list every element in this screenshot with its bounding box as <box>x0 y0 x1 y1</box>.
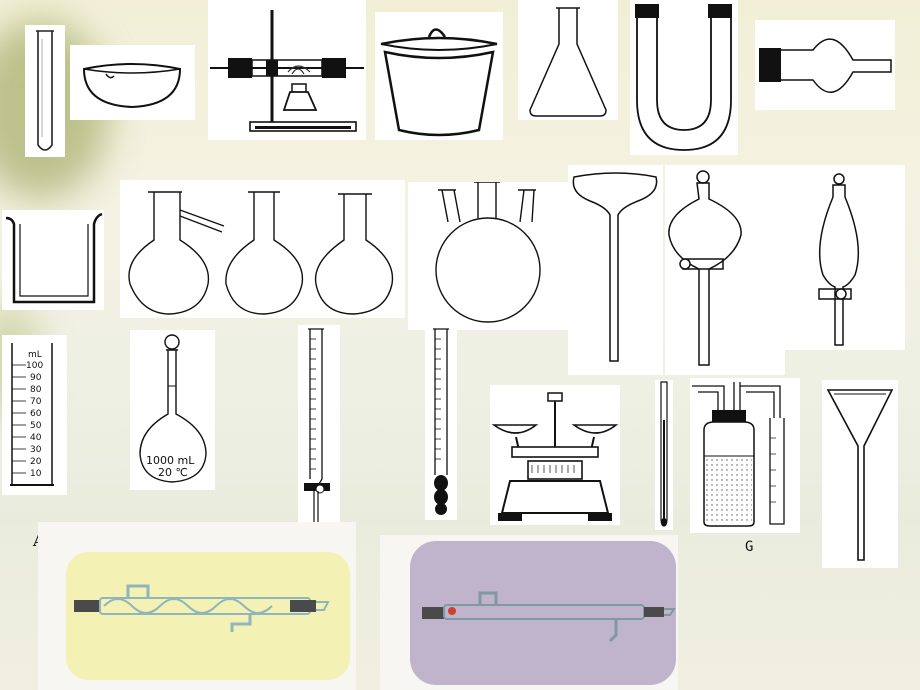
flasks-tile <box>120 180 405 318</box>
thermometer-icon <box>660 381 668 527</box>
serpentine-condenser-icon <box>74 584 330 632</box>
long-neck-funnel-tile <box>568 165 663 375</box>
gas-washing-bottle-icon <box>692 382 785 527</box>
cylinder-tick-30: 30 <box>30 445 42 455</box>
conical-flask-icon <box>529 7 607 117</box>
straight-condenser-panel <box>380 535 678 690</box>
evaporating-dish-tile <box>70 45 195 120</box>
label-g: G <box>745 539 754 555</box>
crucible-icon <box>380 28 498 137</box>
combustion-tube-setup-icon <box>210 10 364 132</box>
cylinder-tick-40: 40 <box>30 433 42 443</box>
test-tube-tile <box>25 25 65 157</box>
beaker-icon <box>5 212 103 304</box>
base-burette-icon <box>433 328 449 515</box>
volumetric-flask-temperature: 20 ℃ <box>158 466 188 479</box>
drying-tube-icon <box>759 38 892 93</box>
graduated-cylinder-tile: mL 100 90 80 70 60 50 40 30 20 10 <box>2 335 67 495</box>
cylinder-tick-20: 20 <box>30 457 42 467</box>
cylinder-tick-70: 70 <box>30 397 42 407</box>
separatory-funnel-cone-tile <box>785 165 905 350</box>
cylinder-unit-label: mL <box>28 350 42 360</box>
drying-tube-tile <box>755 20 895 110</box>
liebig-condenser-icon <box>422 591 676 643</box>
volumetric-flask-capacity: 1000 mL <box>146 454 195 467</box>
base-burette-tile <box>425 325 457 520</box>
balance-scale-icon <box>491 392 619 521</box>
gas-washing-bottle-tile <box>690 378 800 533</box>
coil-condenser-panel <box>38 522 356 690</box>
three-neck-flask-icon <box>435 182 541 323</box>
cone-separatory-funnel-icon <box>818 173 860 346</box>
balance-tile <box>490 385 620 525</box>
cylinder-tick-90: 90 <box>30 373 42 383</box>
beaker-tile <box>2 210 104 310</box>
acid-burette-tile <box>298 325 340 530</box>
conical-flask-tile <box>518 0 618 120</box>
combustion-tube-setup-tile <box>208 0 366 140</box>
cylinder-tick-100: 100 <box>26 361 43 371</box>
separatory-funnel-globe-tile <box>665 165 785 375</box>
volumetric-flask-tile: 1000 mL 20 ℃ <box>130 330 215 490</box>
round-bottom-flasks-icon <box>128 191 394 315</box>
graduated-cylinder-icon: mL 100 90 80 70 60 50 40 30 20 10 <box>10 343 54 486</box>
test-tube-icon <box>36 30 54 151</box>
funnel-tile <box>822 380 898 568</box>
cylinder-tick-60: 60 <box>30 409 42 419</box>
three-neck-flask-tile <box>408 182 568 330</box>
cylinder-tick-80: 80 <box>30 385 42 395</box>
crucible-tile <box>375 12 503 140</box>
u-tube-tile <box>630 0 738 155</box>
evaporating-dish-icon <box>82 63 182 109</box>
thistle-funnel-icon <box>572 172 658 362</box>
cylinder-tick-50: 50 <box>30 421 42 431</box>
filter-funnel-icon <box>826 389 894 561</box>
coil-condenser-highlight <box>66 552 350 680</box>
acid-burette-icon <box>304 328 330 530</box>
u-tube-icon <box>635 4 732 151</box>
thermometer-tile <box>655 380 673 530</box>
volumetric-flask-icon: 1000 mL 20 ℃ <box>139 334 207 483</box>
cylinder-tick-10: 10 <box>30 469 42 479</box>
pear-separatory-funnel-icon <box>668 170 742 366</box>
